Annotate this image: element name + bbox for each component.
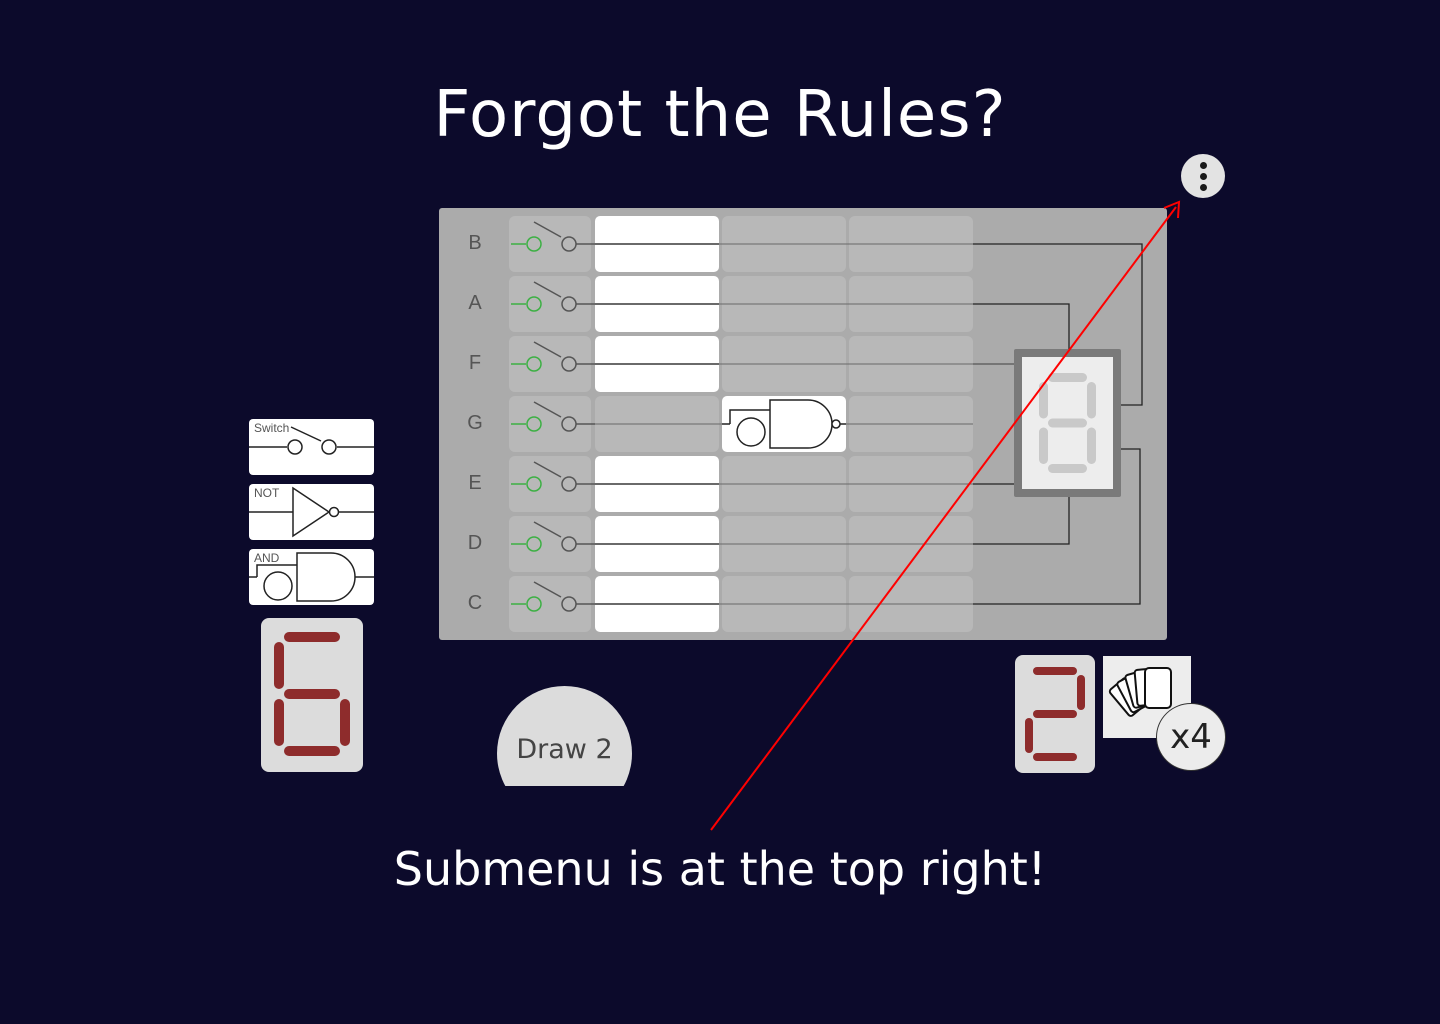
display-face — [1022, 357, 1113, 489]
empty-slot[interactable] — [722, 576, 846, 632]
hand-card-label: Switch — [254, 421, 290, 435]
draw-button-label: Draw 2 — [516, 734, 613, 765]
empty-slot[interactable] — [722, 516, 846, 572]
segment-d — [284, 746, 340, 756]
opponent-digit-display — [1015, 655, 1095, 773]
segment-g — [1033, 710, 1077, 718]
segment-f — [274, 642, 284, 689]
row-label: G — [467, 412, 483, 434]
row-label: D — [467, 532, 483, 554]
output-seven-segment-display — [1014, 349, 1121, 497]
empty-slot[interactable] — [595, 396, 719, 452]
circuit-board: B A F G E D C — [439, 208, 1167, 640]
hand-card-label: NOT — [254, 486, 280, 500]
wire-card[interactable] — [595, 336, 719, 392]
segment-d — [1033, 753, 1077, 761]
segment-a — [1048, 373, 1087, 382]
and-gate-icon — [249, 552, 374, 602]
segment-c — [1087, 427, 1096, 464]
wire-card[interactable] — [595, 576, 719, 632]
submenu-button[interactable] — [1181, 154, 1225, 198]
hint-caption: Submenu is at the top right! — [393, 842, 1047, 896]
empty-slot[interactable] — [849, 396, 973, 452]
switch-icon — [249, 426, 374, 455]
hand-card-switch[interactable]: Switch — [249, 419, 374, 475]
wire — [973, 303, 1070, 353]
input-switch[interactable] — [509, 216, 591, 272]
draw-button-circle — [497, 686, 632, 786]
row-label: A — [468, 292, 482, 314]
wire-card[interactable] — [595, 456, 719, 512]
segment-a — [1033, 667, 1077, 675]
empty-slot[interactable] — [849, 276, 973, 332]
more-dot — [1199, 172, 1207, 180]
input-switch[interactable] — [509, 276, 591, 332]
more-vertical-icon — [1199, 161, 1207, 169]
segment-b — [1077, 675, 1085, 710]
hand-card-label: AND — [254, 551, 280, 565]
row-label: F — [468, 352, 482, 374]
segment-g — [1048, 418, 1087, 428]
segment-d — [1048, 464, 1087, 473]
page-title: Forgot the Rules? — [433, 78, 1007, 152]
segment-g — [284, 689, 340, 699]
input-switch[interactable] — [509, 396, 591, 452]
wire-card[interactable] — [595, 216, 719, 272]
empty-slot[interactable] — [722, 216, 846, 272]
empty-slot[interactable] — [722, 456, 846, 512]
row-label: C — [467, 592, 483, 614]
empty-slot[interactable] — [849, 216, 973, 272]
row-label: B — [468, 232, 482, 254]
empty-slot[interactable] — [722, 336, 846, 392]
hand-card-not[interactable]: NOT — [249, 484, 374, 540]
seven-segment-digit — [1025, 667, 1085, 761]
segment-f — [1039, 382, 1048, 419]
input-switch[interactable] — [509, 336, 591, 392]
placed-and-gate-card[interactable] — [722, 396, 846, 452]
and-gate-icon — [722, 399, 846, 449]
input-switch[interactable] — [509, 456, 591, 512]
input-switch[interactable] — [509, 516, 591, 572]
segment-a — [284, 632, 340, 642]
wire-card[interactable] — [595, 276, 719, 332]
wire-card[interactable] — [595, 516, 719, 572]
empty-slot[interactable] — [849, 516, 973, 572]
seven-segment-digit — [1039, 373, 1096, 473]
empty-slot[interactable] — [849, 576, 973, 632]
hand-card-and[interactable]: AND — [249, 549, 374, 605]
segment-c — [340, 699, 350, 746]
empty-slot[interactable] — [722, 276, 846, 332]
draw-button[interactable]: Draw 2 — [497, 686, 632, 786]
empty-slot[interactable] — [849, 336, 973, 392]
row-label: E — [468, 472, 482, 494]
segment-e — [274, 699, 284, 746]
empty-slot[interactable] — [849, 456, 973, 512]
seven-segment-digit — [274, 632, 350, 756]
segment-e — [1039, 427, 1048, 464]
segment-b — [1087, 382, 1096, 419]
wire — [973, 497, 1070, 545]
deck-count-badge: x4 — [1156, 703, 1226, 771]
input-switch[interactable] — [509, 576, 591, 632]
more-dot — [1199, 183, 1207, 191]
not-gate-icon — [249, 486, 374, 538]
segment-e — [1025, 718, 1033, 753]
target-digit-display — [261, 618, 363, 772]
